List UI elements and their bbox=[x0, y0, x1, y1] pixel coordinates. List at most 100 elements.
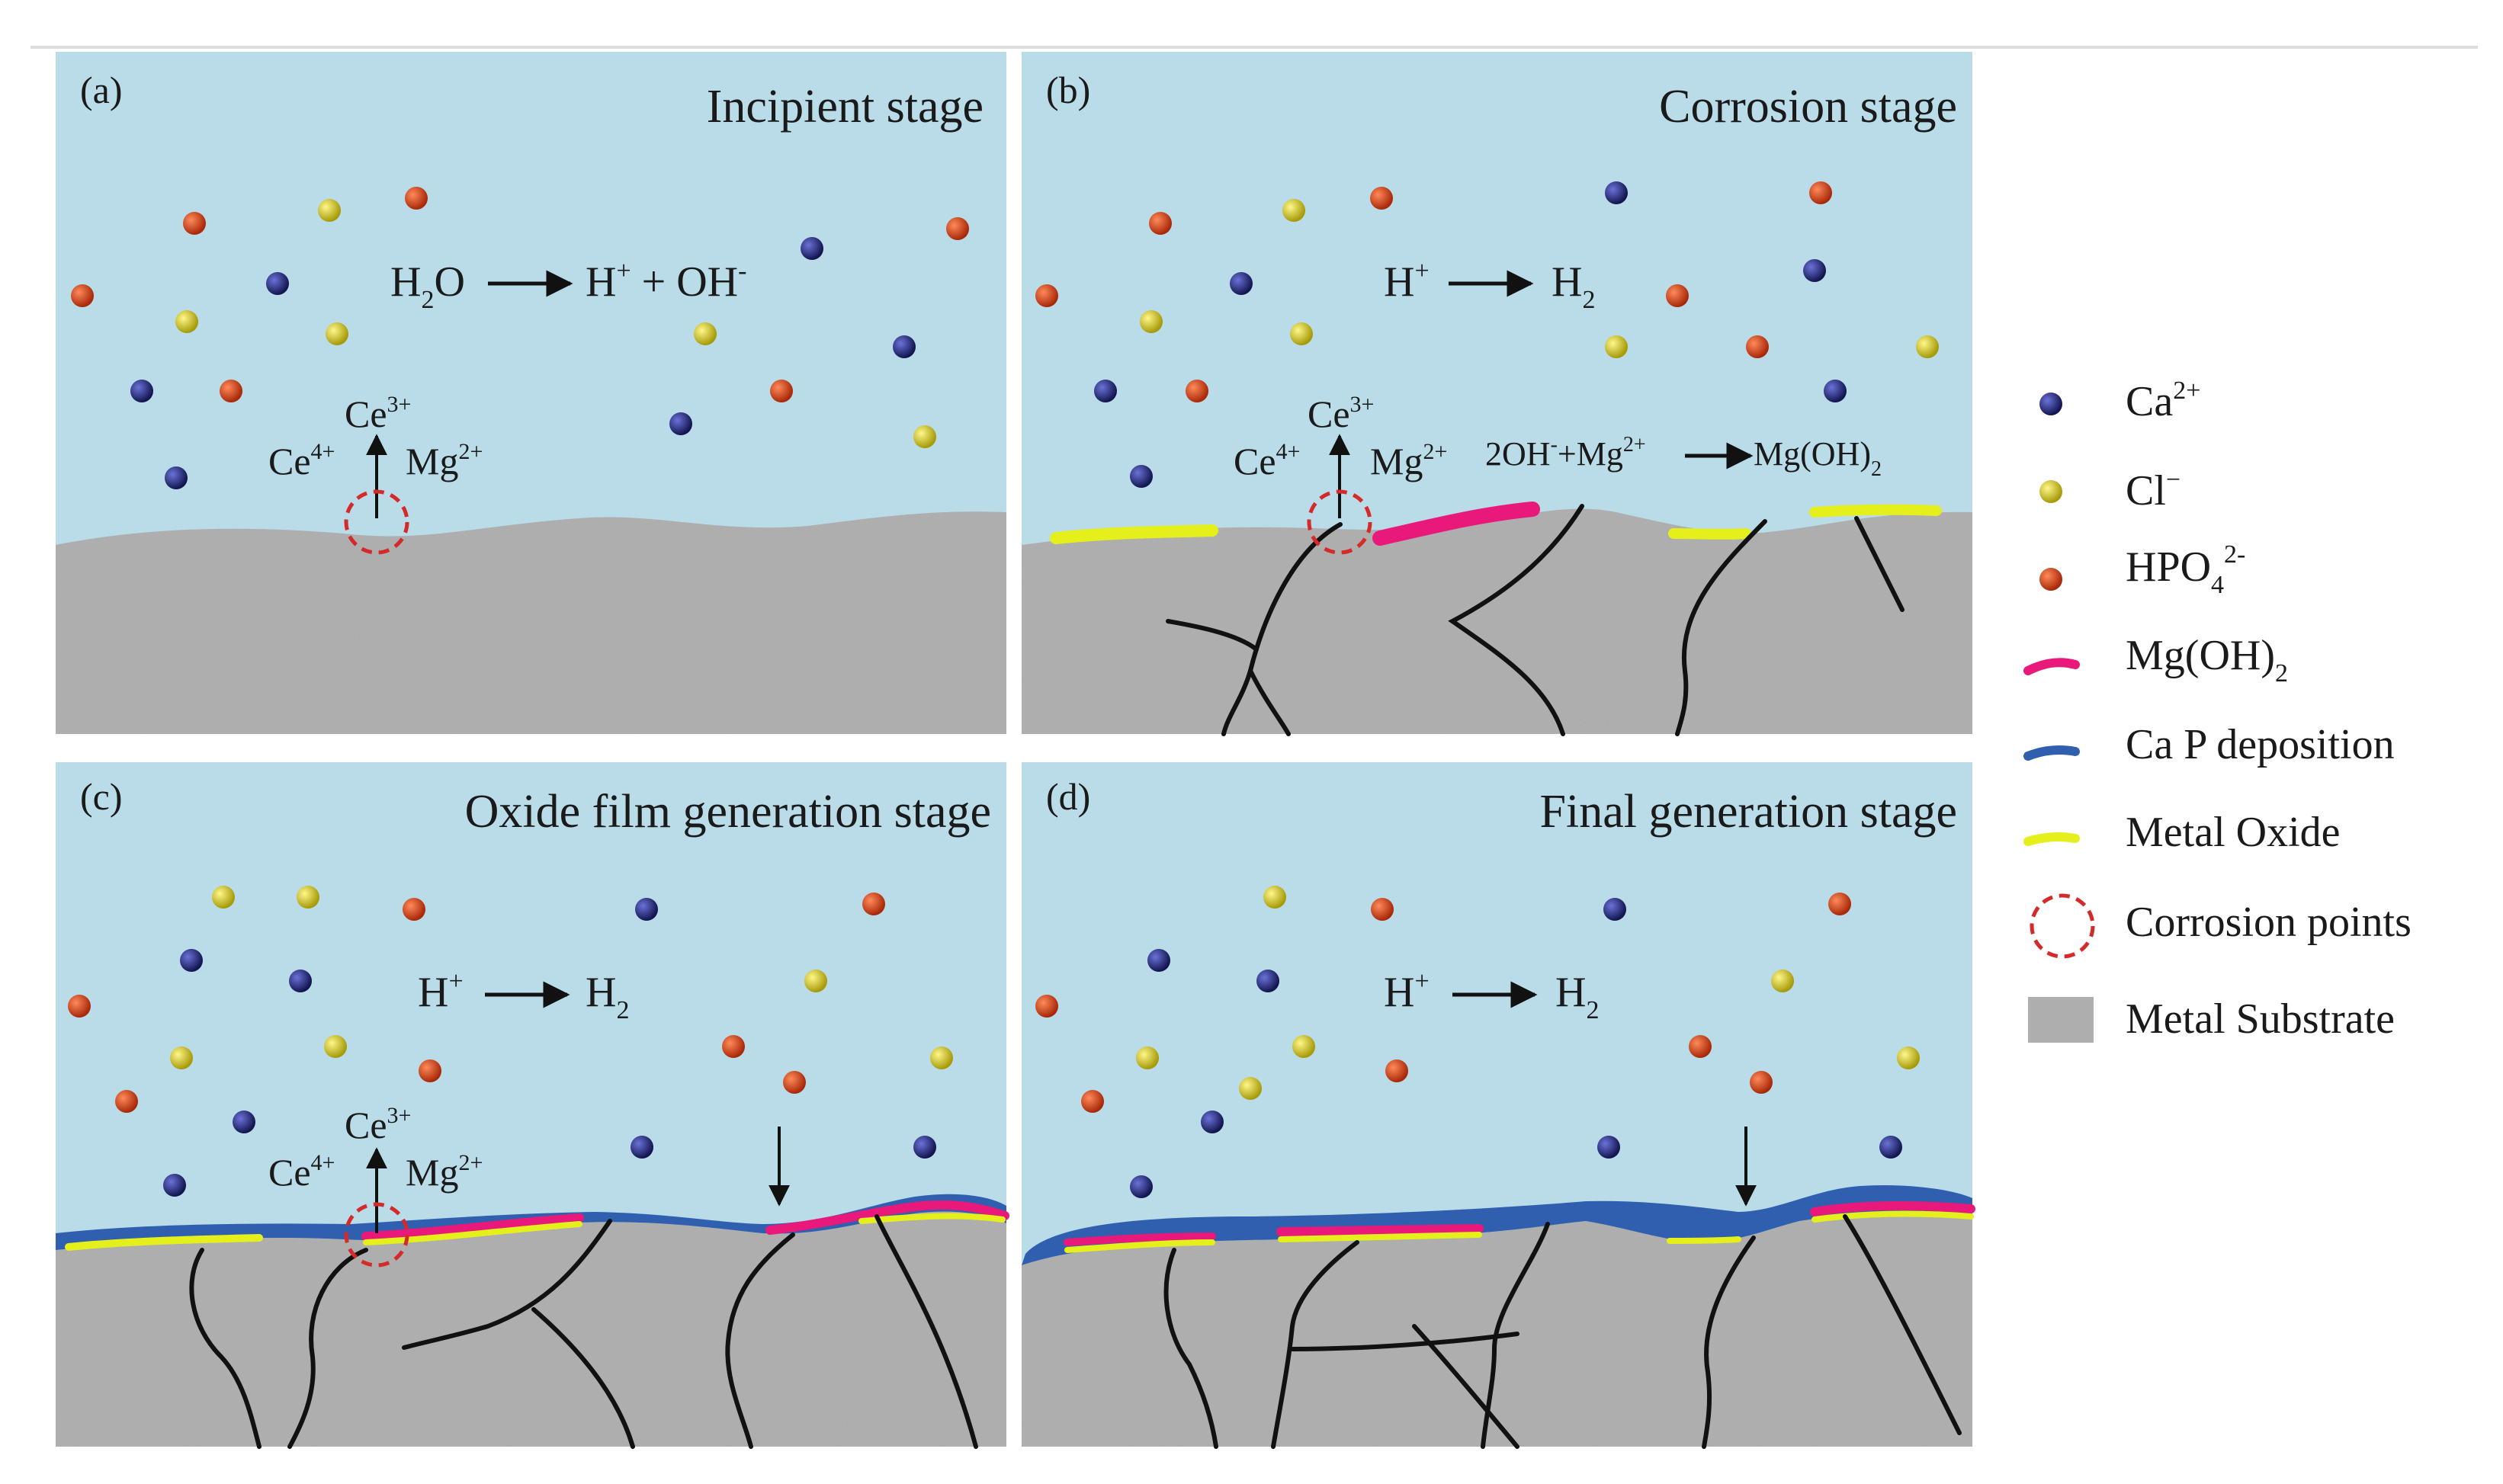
legend-hpo4-symbol bbox=[2039, 568, 2062, 591]
ion-ca bbox=[801, 237, 823, 260]
svg-text:2OH-+Mg2+: 2OH-+Mg2+ bbox=[1485, 433, 1646, 473]
legend-item-substrate: Metal Substrate bbox=[2028, 995, 2395, 1043]
svg-text:H2: H2 bbox=[1555, 969, 1599, 1024]
panel-b-ce3: Ce3+ bbox=[1308, 392, 1374, 435]
ion-ca bbox=[1130, 1175, 1153, 1198]
ion-cl bbox=[930, 1046, 953, 1069]
panel-b-reaction-mgoh2: 2OH-+Mg2+ Mg(OH)2 bbox=[1485, 433, 1882, 481]
ion-ca bbox=[289, 970, 312, 992]
legend-cap-symbol bbox=[2023, 745, 2080, 761]
legend-corrosion-symbol bbox=[2030, 893, 2095, 959]
panel-b-title: Corrosion stage bbox=[1659, 81, 1957, 133]
ion-hpo4 bbox=[68, 995, 91, 1018]
ion-hpo4 bbox=[419, 1059, 441, 1082]
ion-hpo4 bbox=[722, 1035, 745, 1058]
ion-cl bbox=[1292, 1035, 1315, 1058]
panel-b: (b) Corrosion stage H+ H2 Ce3+ Ce4+ Mg2+… bbox=[1022, 52, 1972, 736]
legend-corrosion-label: Corrosion points bbox=[2126, 899, 2412, 946]
legend-hpo4-label: HPO42- bbox=[2126, 540, 2245, 599]
legend-cl-label: Cl− bbox=[2126, 466, 2180, 514]
ion-cl bbox=[1916, 335, 1939, 358]
svg-text:H+ + OH-: H+ + OH- bbox=[586, 257, 746, 306]
ion-hpo4 bbox=[1149, 212, 1172, 235]
panel-c-substrate-grain bbox=[56, 1211, 1006, 1447]
legend-substrate-label: Metal Substrate bbox=[2126, 995, 2395, 1043]
ion-hpo4 bbox=[220, 380, 242, 402]
ion-ca bbox=[1094, 380, 1117, 402]
ion-cl bbox=[1605, 335, 1628, 358]
legend-oxide-label: Metal Oxide bbox=[2126, 809, 2340, 856]
panel-c-letter: (c) bbox=[80, 775, 123, 818]
panel-d-metal-oxide-layer bbox=[1811, 1210, 1974, 1223]
ion-cl bbox=[1282, 199, 1305, 222]
ion-ca bbox=[163, 1174, 186, 1197]
ion-ca bbox=[266, 272, 289, 295]
panel-c-metal-oxide-layer bbox=[65, 1234, 263, 1251]
panel-b-corrosion-point bbox=[1307, 489, 1372, 555]
ion-hpo4 bbox=[1828, 893, 1851, 915]
panel-a-letter: (a) bbox=[80, 69, 123, 111]
panel-b-mg: Mg2+ bbox=[1370, 439, 1447, 482]
panel-d-metal-oxide-layer bbox=[1278, 1232, 1482, 1242]
panel-c-corrosion-point bbox=[344, 1202, 409, 1268]
legend-item-cl: Cl− bbox=[2039, 466, 2180, 514]
legend-mgoh2-label: Mg(OH)2 bbox=[2126, 632, 2288, 688]
svg-text:Mg(OH)2: Mg(OH)2 bbox=[1754, 435, 1882, 481]
ion-hpo4 bbox=[115, 1090, 138, 1113]
panel-c-cracks bbox=[189, 1214, 978, 1449]
ion-cl bbox=[175, 310, 198, 333]
panel-d-reaction: H+ H2 bbox=[1384, 967, 1599, 1024]
ion-hpo4 bbox=[1035, 284, 1058, 307]
panel-a: (a) Incipient stage H2O H+ + OH- Ce3+ Ce… bbox=[56, 52, 1006, 734]
ion-hpo4 bbox=[1809, 181, 1832, 204]
ion-hpo4 bbox=[183, 212, 206, 235]
panel-d-metal-oxide-layer bbox=[1667, 1236, 1741, 1244]
ion-cl bbox=[324, 1035, 347, 1058]
legend-oxide-symbol bbox=[2023, 832, 2080, 846]
ion-cl bbox=[694, 322, 717, 345]
panel-b-mgoh2-layer bbox=[1372, 502, 1540, 546]
ion-hpo4 bbox=[403, 898, 425, 921]
panel-d-mgoh2-layer bbox=[1276, 1224, 1484, 1236]
ion-hpo4 bbox=[946, 217, 969, 240]
ion-ca bbox=[233, 1111, 255, 1133]
ion-hpo4 bbox=[1186, 380, 1208, 402]
ion-hpo4 bbox=[1385, 1059, 1408, 1082]
panel-c-mgoh2-layer bbox=[361, 1213, 584, 1241]
svg-text:H2: H2 bbox=[1552, 258, 1595, 314]
ion-hpo4 bbox=[862, 893, 885, 915]
legend-cap-label: Ca P deposition bbox=[2126, 721, 2395, 768]
ion-ca bbox=[635, 898, 658, 921]
ion-ca bbox=[913, 1136, 936, 1159]
legend: Ca2+ Cl− HPO42- Mg(OH)2 Ca P deposition … bbox=[2023, 377, 2412, 1043]
ion-cl bbox=[212, 886, 235, 909]
panel-c-mg: Mg2+ bbox=[406, 1150, 483, 1194]
ion-hpo4 bbox=[1750, 1071, 1773, 1094]
ion-hpo4 bbox=[770, 380, 793, 402]
ion-ca bbox=[180, 949, 203, 972]
ion-hpo4 bbox=[1689, 1035, 1712, 1058]
ion-cl bbox=[913, 425, 936, 448]
ion-ca bbox=[1603, 898, 1626, 921]
panel-d-mgoh2-layer bbox=[1064, 1232, 1216, 1246]
ion-hpo4 bbox=[1370, 187, 1393, 210]
ion-ca bbox=[1605, 181, 1628, 204]
panel-c-mgoh2-layer bbox=[765, 1200, 1009, 1235]
panel-a-substrate-grain bbox=[56, 511, 1006, 734]
panel-d-title: Final generation stage bbox=[1540, 786, 1958, 838]
ion-ca bbox=[1824, 380, 1847, 402]
legend-substrate-symbol-grain bbox=[2028, 997, 2094, 1043]
ion-ca bbox=[669, 412, 692, 435]
svg-text:H+: H+ bbox=[418, 967, 464, 1016]
panel-a-reaction: H2O H+ + OH- bbox=[390, 257, 746, 314]
svg-text:H+: H+ bbox=[1384, 967, 1430, 1016]
panel-b-substrate-grain bbox=[1022, 508, 1972, 734]
panel-b-ce4: Ce4+ bbox=[1234, 439, 1300, 482]
ion-hpo4 bbox=[783, 1071, 806, 1094]
panel-c-metal-oxide-layer bbox=[363, 1221, 582, 1245]
ion-ca bbox=[1230, 272, 1253, 295]
ion-hpo4 bbox=[1746, 335, 1769, 358]
ion-cl bbox=[318, 199, 341, 222]
panel-b-cracks bbox=[1166, 504, 1905, 736]
svg-text:H2: H2 bbox=[586, 969, 629, 1024]
